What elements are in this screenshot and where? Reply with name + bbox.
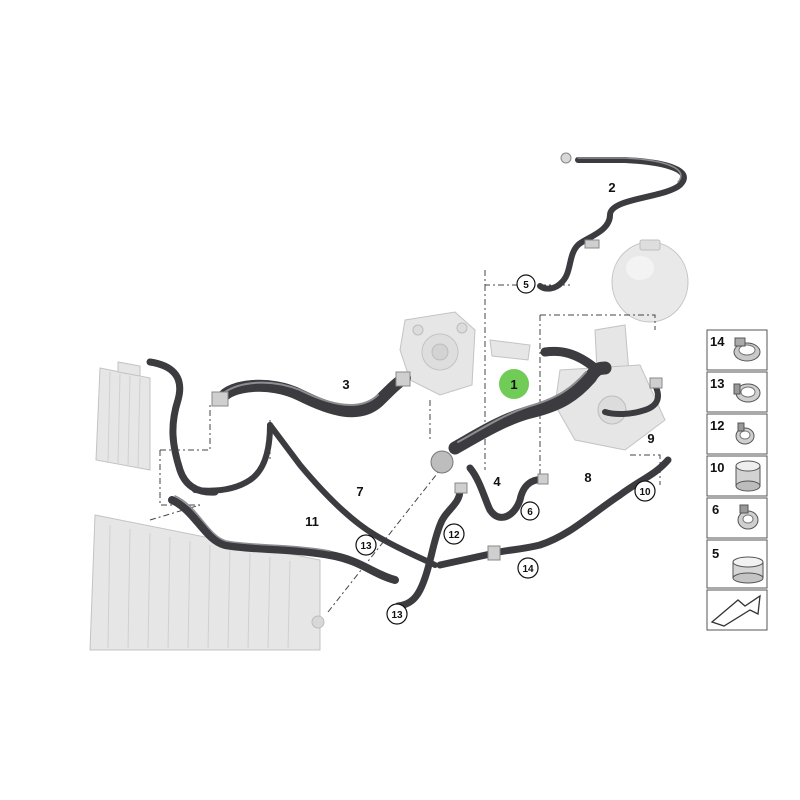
- hose-clamp-wide-icon: [735, 460, 761, 492]
- expansion-tank: [611, 239, 689, 323]
- callout-part11: 11: [305, 514, 319, 529]
- hose-3: [211, 371, 411, 418]
- callout-part13b: 13: [391, 610, 403, 621]
- legend-number-10: 10: [710, 460, 724, 475]
- legend-item-13: 13: [706, 371, 768, 413]
- callout-part1: 1: [510, 377, 517, 392]
- hose-2: [537, 152, 687, 292]
- hose-8: [436, 456, 672, 569]
- callouts: 1 2 3 4 7 8 9 11: [305, 180, 654, 529]
- circled-callouts: 5 6 10 12 13 13 14: [355, 274, 656, 625]
- hose-clamp-small-icon: [735, 422, 755, 445]
- callout-part7: 7: [356, 484, 363, 499]
- callout-part3: 3: [342, 377, 349, 392]
- legend-item-5: 5: [706, 539, 768, 589]
- hose-4-6: [466, 464, 549, 521]
- selected-part-marker: [499, 369, 529, 399]
- legend-number-12: 12: [710, 418, 724, 433]
- hose-11: [168, 495, 399, 584]
- callout-part5: 5: [523, 280, 529, 291]
- legend-item-14: 14: [706, 329, 768, 371]
- hose-left-aux: [146, 358, 219, 496]
- hose-clamp-quick-icon: [733, 337, 761, 362]
- hose-upper-misc: [489, 339, 600, 373]
- arrow-direction-icon: [710, 594, 761, 627]
- hose-clamp-band-icon: [732, 556, 764, 584]
- auxiliary-radiator: [95, 361, 151, 471]
- legend-item-12: 12: [706, 413, 768, 455]
- legend-number-6: 6: [712, 502, 719, 517]
- hose-clamp-clip-icon: [737, 504, 759, 530]
- legend-item-10: 10: [706, 455, 768, 497]
- callout-part10: 10: [639, 487, 651, 498]
- legend-number-13: 13: [710, 376, 724, 391]
- water-pump: [399, 311, 476, 396]
- callout-part4: 4: [493, 474, 501, 489]
- legend-footer: [706, 589, 768, 631]
- callout-part2: 2: [608, 180, 615, 195]
- callout-part13a: 13: [360, 541, 372, 552]
- hose-12: [394, 482, 468, 610]
- hose-9: [602, 377, 663, 418]
- callout-part8: 8: [584, 470, 591, 485]
- callout-part12: 12: [448, 530, 460, 541]
- legend-item-6: 6: [706, 497, 768, 539]
- parts-legend: 14 13 12: [706, 329, 768, 631]
- legend-number-14: 14: [710, 334, 725, 349]
- legend-number-5: 5: [712, 546, 719, 561]
- hose-clamp-spring-icon: [733, 383, 761, 403]
- callout-part14: 14: [522, 564, 534, 575]
- callout-part6: 6: [527, 507, 533, 518]
- callout-part9: 9: [647, 431, 654, 446]
